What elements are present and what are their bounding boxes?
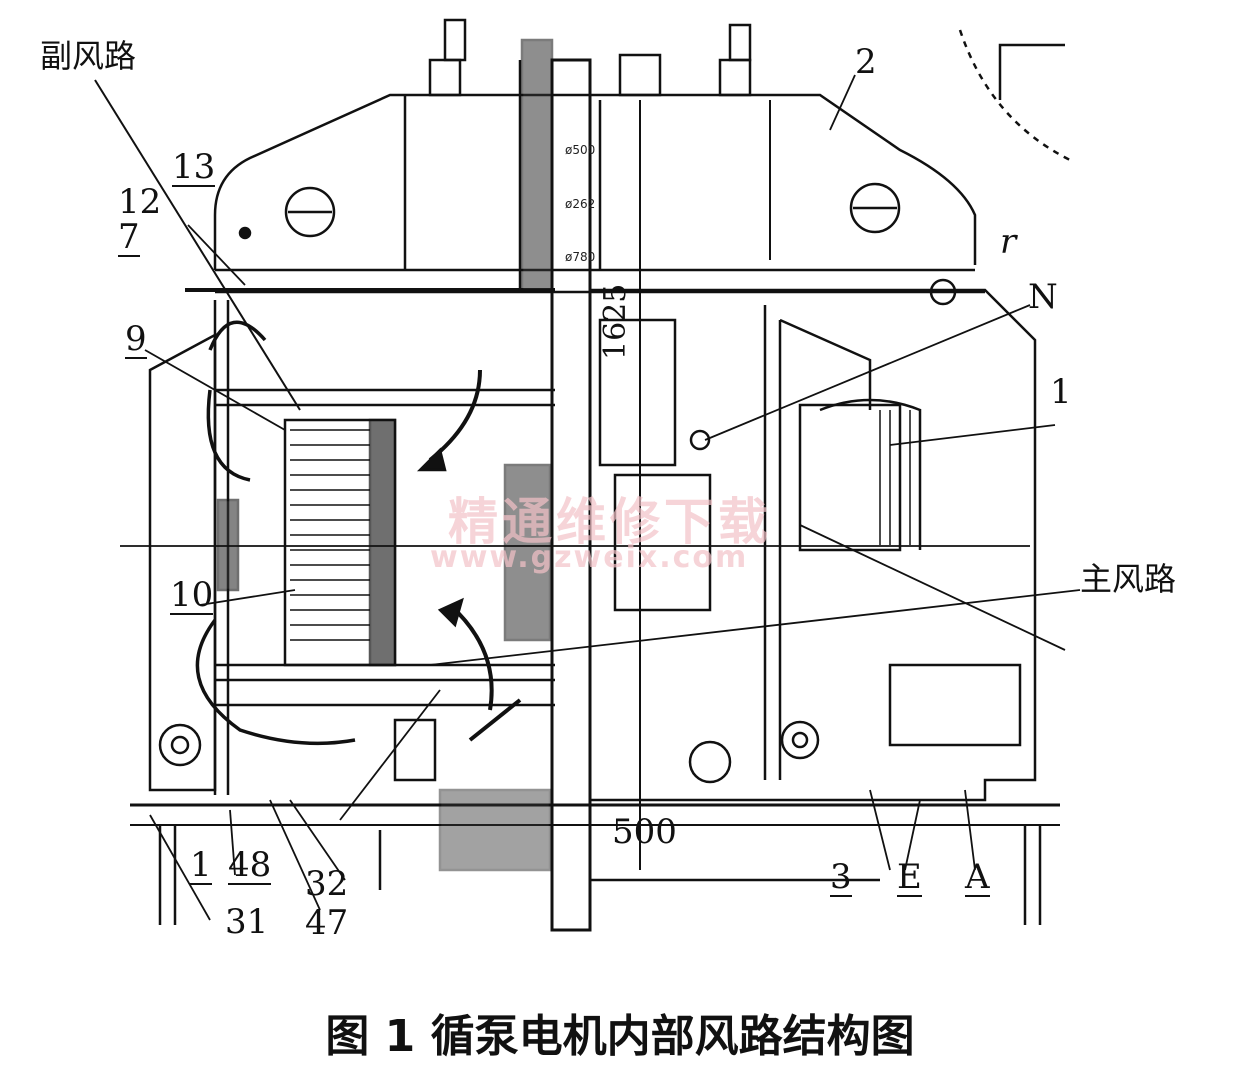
label-13: 13 (172, 147, 216, 187)
label-12: 12 (118, 182, 162, 222)
label-1-right: 1 (1050, 372, 1072, 412)
dimension-262: ø262 (565, 197, 596, 211)
label-32: 32 (305, 864, 349, 904)
figure-caption: 图 1 循泵电机内部风路结构图 (325, 1011, 915, 1062)
dimension-1625: 1625 (598, 283, 633, 360)
label-1-bottom: 1 (190, 845, 212, 885)
label-47: 47 (305, 903, 349, 943)
dimension-500: ø500 (565, 143, 596, 157)
label-secondary-air-path: 副风路 (40, 37, 137, 75)
watermark-url: www.gzweix.com (430, 540, 749, 575)
label-10: 10 (170, 575, 214, 615)
label-N: N (1028, 277, 1058, 317)
watermark-text: 精通维修下载 (448, 493, 772, 551)
label-r: r (1000, 222, 1017, 262)
label-2: 2 (855, 42, 877, 82)
label-48: 48 (228, 845, 272, 885)
label-main-air-path: 主风路 (1080, 560, 1177, 598)
stator-outer (148, 332, 217, 792)
label-E: E (897, 857, 922, 897)
label-31: 31 (225, 902, 269, 942)
label-7: 7 (118, 217, 140, 257)
label-500: 500 (612, 812, 677, 852)
dimension-780: ø780 (565, 250, 596, 264)
label-9: 9 (125, 319, 147, 359)
label-3: 3 (830, 857, 852, 897)
upper-housing (213, 93, 977, 270)
label-A: A (965, 857, 990, 897)
right-casing (590, 288, 1037, 802)
